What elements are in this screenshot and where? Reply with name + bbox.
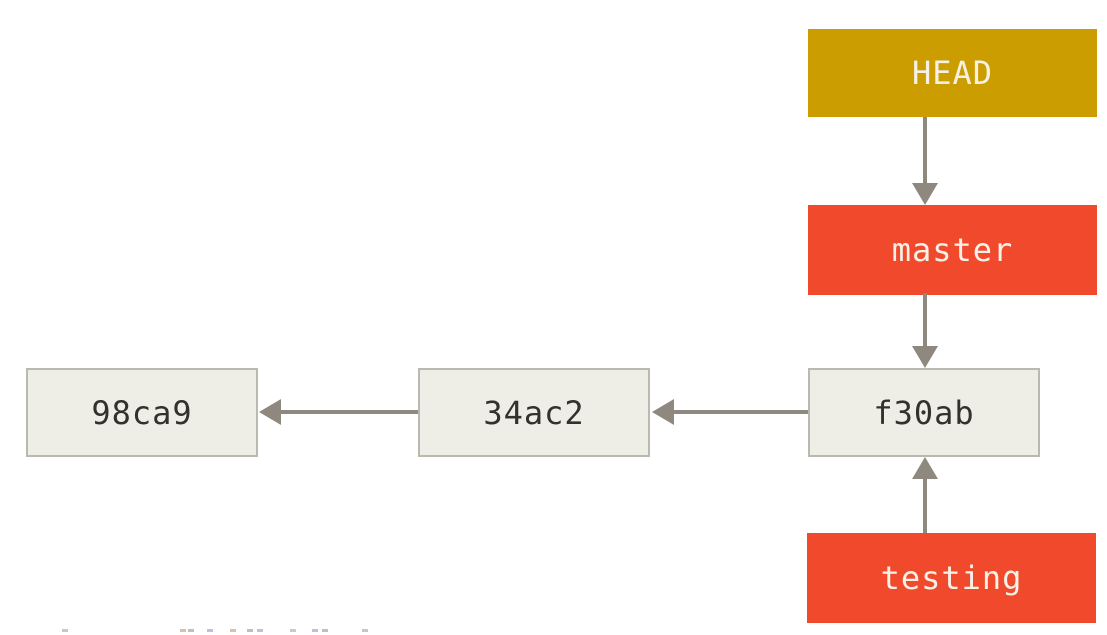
arrowhead-down-icon (912, 183, 938, 205)
tiny-caption-mark (207, 629, 213, 632)
arrowhead-left-icon (259, 399, 281, 425)
tiny-caption-mark (188, 629, 194, 632)
commit-id-label: 34ac2 (483, 393, 585, 432)
arrowhead-up-icon (912, 457, 938, 479)
branch-master-label: master (891, 231, 1014, 269)
tiny-caption-mark (290, 629, 296, 632)
arrowhead-left-icon (652, 399, 674, 425)
commit-id-label: 98ca9 (91, 393, 193, 432)
commit-node-98ca9: 98ca9 (26, 368, 258, 457)
branch-testing-label: testing (880, 559, 1023, 597)
arrow-shaft (673, 410, 808, 414)
arrow-shaft (923, 293, 927, 347)
tiny-caption-mark (247, 629, 253, 632)
tiny-caption-mark (312, 629, 318, 632)
tiny-caption-mark (322, 629, 328, 632)
branch-master-box: master (808, 205, 1097, 295)
head-pointer-box: HEAD (808, 29, 1097, 117)
commit-id-label: f30ab (873, 393, 975, 432)
tiny-caption-mark (230, 629, 236, 632)
head-pointer-label: HEAD (911, 54, 994, 92)
arrowhead-down-icon (912, 346, 938, 368)
arrow-shaft (923, 117, 927, 184)
tiny-caption-mark (257, 629, 263, 632)
tiny-caption-mark (180, 629, 186, 632)
commit-node-f30ab: f30ab (808, 368, 1040, 457)
arrow-shaft (280, 410, 418, 414)
tiny-caption-mark (362, 629, 368, 632)
branch-testing-box: testing (807, 533, 1096, 623)
commit-node-34ac2: 34ac2 (418, 368, 650, 457)
tiny-caption-mark (62, 629, 68, 632)
arrow-shaft (923, 478, 927, 533)
